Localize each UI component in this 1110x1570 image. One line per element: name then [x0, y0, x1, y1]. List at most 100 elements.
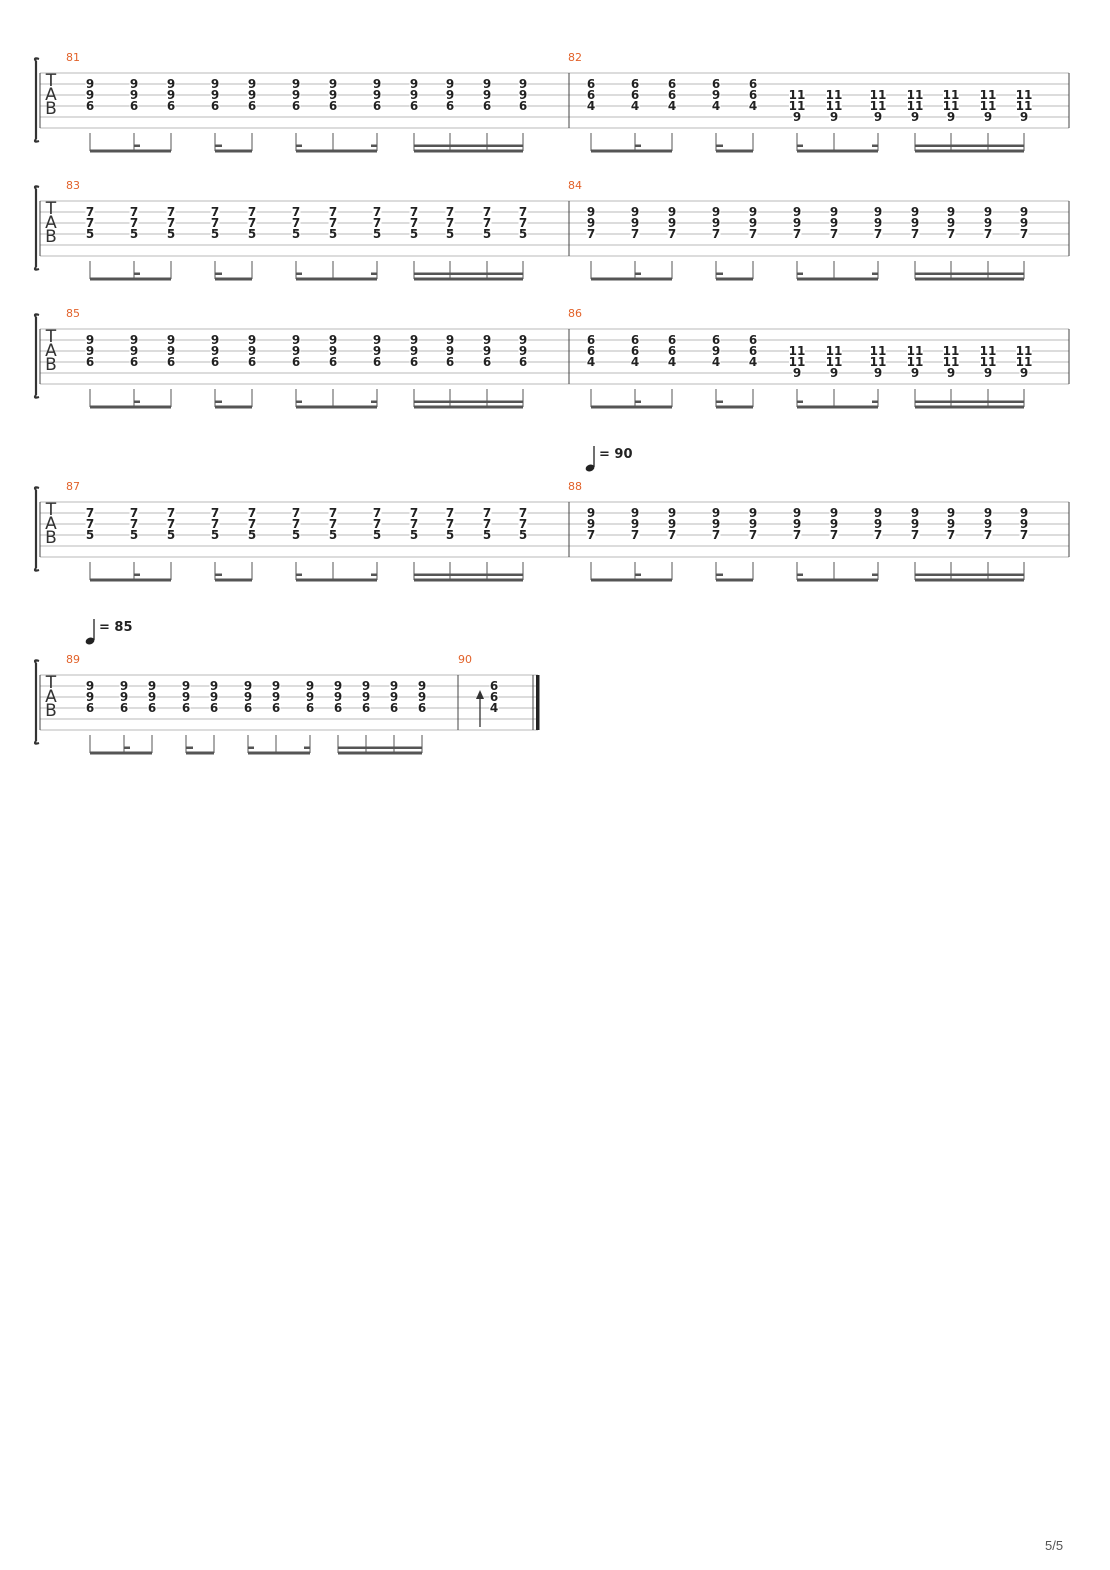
fret-bg [482, 207, 492, 217]
fret-number: 5 [86, 227, 94, 241]
fret-bg [85, 703, 95, 713]
chord: 775 [291, 506, 301, 542]
fret-number: 11 [943, 355, 960, 369]
chord: 997 [946, 506, 956, 542]
fret-bg [333, 703, 343, 713]
fret-number: 6 [446, 355, 454, 369]
chord: 664 [748, 333, 758, 369]
fret-number: 7 [749, 227, 757, 241]
beam-group [796, 261, 879, 281]
fret-number: 11 [826, 99, 843, 113]
chord: 775 [247, 506, 257, 542]
fret-number: 6 [587, 88, 595, 102]
fret-bg [247, 207, 257, 217]
fret-number: 9 [830, 506, 838, 520]
fret-number: 9 [446, 77, 454, 91]
beam [296, 149, 377, 153]
fret-number: 11 [980, 355, 997, 369]
tab-clef-letter: A [45, 514, 57, 534]
fret-bg [181, 681, 191, 691]
fret-number: 6 [749, 333, 757, 347]
fret-number: 9 [211, 88, 219, 102]
fret-bg [518, 79, 528, 89]
beam-stub [248, 746, 254, 749]
fret-bg [291, 530, 301, 540]
fret-number: 5 [130, 528, 138, 542]
fret-number: 7 [211, 205, 219, 219]
beam-secondary [414, 144, 523, 147]
fret-number: 11 [1016, 344, 1033, 358]
fret-number: 9 [911, 110, 919, 124]
fret-bg [328, 357, 338, 367]
fret-bg [361, 703, 371, 713]
fret-number: 9 [130, 344, 138, 358]
fret-number: 6 [329, 99, 337, 113]
fret-number: 9 [874, 205, 882, 219]
fret-bg [129, 508, 139, 518]
fret-bg [518, 346, 528, 356]
measure-number: 83 [66, 179, 80, 192]
fret-number: 5 [446, 227, 454, 241]
beam-stub [635, 144, 641, 147]
fret-bg [210, 90, 220, 100]
fret-number: 9 [248, 333, 256, 347]
beam-stub [872, 400, 878, 403]
fret-bg [983, 508, 993, 518]
beam-stub [797, 400, 803, 403]
fret-number: 7 [410, 205, 418, 219]
beam-group [413, 133, 524, 153]
beam [90, 405, 171, 409]
fret-bg [630, 79, 640, 89]
fret-bg [586, 207, 596, 217]
fret-bg [389, 692, 399, 702]
fret-number: 4 [668, 355, 676, 369]
fret-number: 9 [446, 88, 454, 102]
fret-number: 9 [793, 110, 801, 124]
fret-number: 7 [167, 517, 175, 531]
fret-number: 6 [483, 355, 491, 369]
fret-bg [586, 335, 596, 345]
chord: 997 [748, 205, 758, 241]
fret-bg [518, 229, 528, 239]
measure-number: 90 [458, 653, 472, 666]
beam [915, 578, 1024, 582]
fret-number: 7 [329, 205, 337, 219]
fret-bg [829, 229, 839, 239]
chord: 664 [748, 77, 758, 113]
beam [215, 149, 252, 153]
chord: 664 [667, 77, 677, 113]
fret-number: 7 [483, 216, 491, 230]
fret-bg [873, 218, 883, 228]
beam-group [796, 133, 879, 153]
beam-group [89, 735, 153, 755]
beam [797, 405, 878, 409]
fret-number: 4 [631, 99, 639, 113]
chord: 996 [372, 77, 382, 113]
fret-bg [328, 207, 338, 217]
fret-bg [630, 229, 640, 239]
fret-bg [209, 703, 219, 713]
beam [915, 405, 1024, 409]
beam [797, 277, 878, 281]
fret-number: 5 [410, 528, 418, 542]
fret-number: 9 [668, 517, 676, 531]
fret-number: 9 [244, 690, 252, 704]
fret-number: 9 [446, 344, 454, 358]
fret-number: 7 [86, 517, 94, 531]
fret-number: 7 [911, 227, 919, 241]
fret-number: 6 [410, 355, 418, 369]
fret-number: 7 [984, 227, 992, 241]
fret-bg [630, 101, 640, 111]
fret-bg [291, 346, 301, 356]
chord: 997 [1019, 506, 1029, 542]
chord: 997 [873, 205, 883, 241]
fret-number: 5 [329, 528, 337, 542]
beam-secondary [915, 272, 1024, 275]
beam-stub [304, 746, 310, 749]
beam-group [214, 261, 253, 281]
fret-bg [748, 90, 758, 100]
chord: 664 [586, 333, 596, 369]
